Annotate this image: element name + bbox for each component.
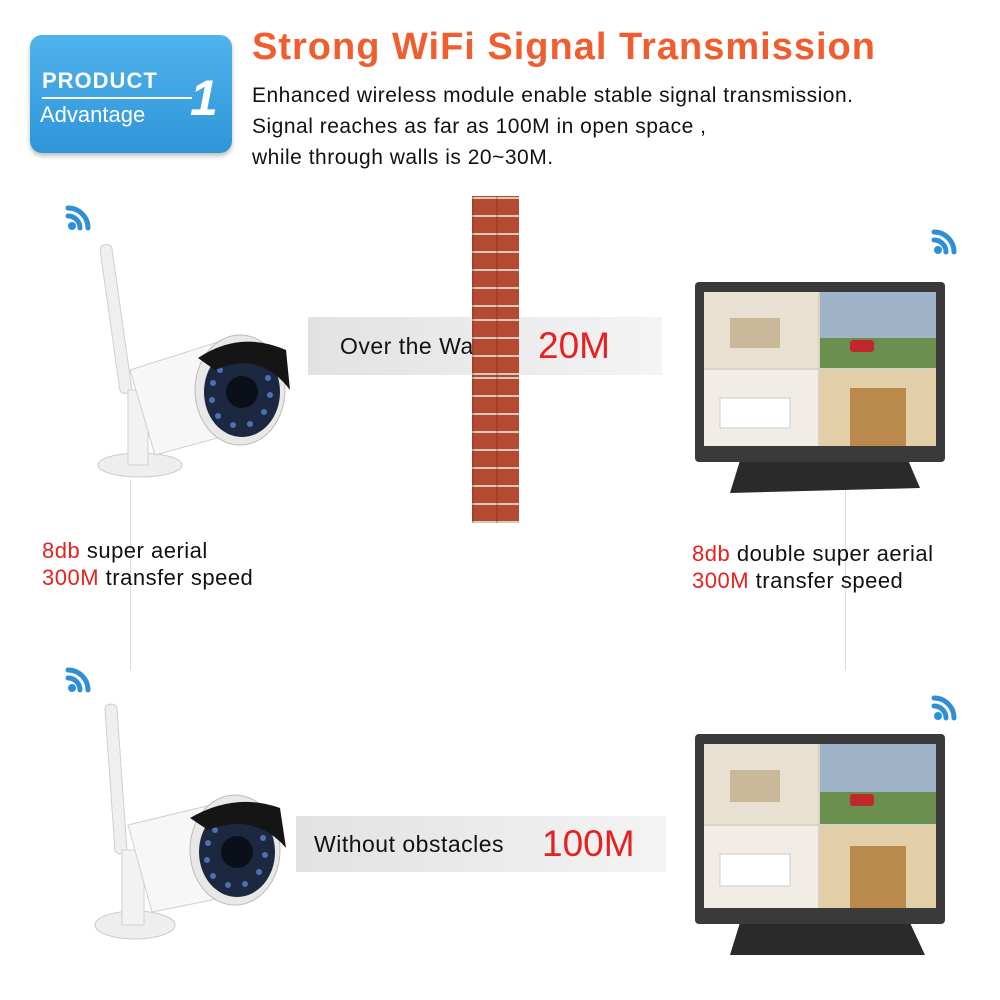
badge-advantage-text: Advantage	[40, 102, 146, 127]
wifi-icon	[65, 205, 91, 231]
over-wall-distance: 20M	[538, 325, 610, 366]
description-line: Signal reaches as far as 100M in open sp…	[252, 115, 707, 138]
spec-text: super aerial	[80, 538, 208, 563]
open-space-distance: 100M	[542, 823, 635, 864]
open-space-banner: Without obstacles 100M	[296, 816, 666, 872]
spec-line: 300M transfer speed	[692, 567, 933, 594]
spec-line: 300M transfer speed	[42, 564, 253, 591]
spec-text: transfer speed	[749, 568, 904, 593]
spec-line: 8db super aerial	[42, 537, 253, 564]
spec-text: transfer speed	[99, 565, 254, 590]
open-space-label: Without obstacles	[314, 831, 505, 857]
monitor-image	[695, 734, 945, 955]
product-advantage-badge: PRODUCT Advantage 1	[30, 35, 232, 153]
spec-line: 8db double super aerial	[692, 540, 933, 567]
spec-highlight: 8db	[692, 541, 731, 566]
wifi-icon	[931, 229, 957, 255]
camera-image	[97, 244, 290, 478]
brick-wall-overlap	[472, 317, 519, 375]
badge-number: 1	[190, 70, 218, 126]
camera-image	[94, 703, 286, 940]
wifi-icon	[931, 695, 957, 721]
guide-line	[130, 480, 131, 670]
description: Enhanced wireless module enable stable s…	[252, 80, 853, 173]
guide-line	[845, 460, 846, 670]
badge-product-text: PRODUCT	[42, 68, 158, 93]
spec-highlight: 8db	[42, 538, 81, 563]
badge-divider	[42, 97, 192, 99]
spec-text: double super aerial	[730, 541, 934, 566]
camera-specs: 8db super aerial 300M transfer speed	[42, 537, 253, 591]
monitor-specs: 8db double super aerial 300M transfer sp…	[692, 540, 933, 594]
description-line: while through walls is 20~30M.	[252, 146, 554, 169]
spec-highlight: 300M	[42, 565, 100, 590]
spec-highlight: 300M	[692, 568, 750, 593]
description-line: Enhanced wireless module enable stable s…	[252, 84, 854, 107]
over-wall-label: Over the Wall	[340, 333, 485, 359]
monitor-image	[695, 282, 945, 493]
wifi-icon	[65, 667, 91, 693]
page-title: Strong WiFi Signal Transmission	[252, 26, 876, 68]
